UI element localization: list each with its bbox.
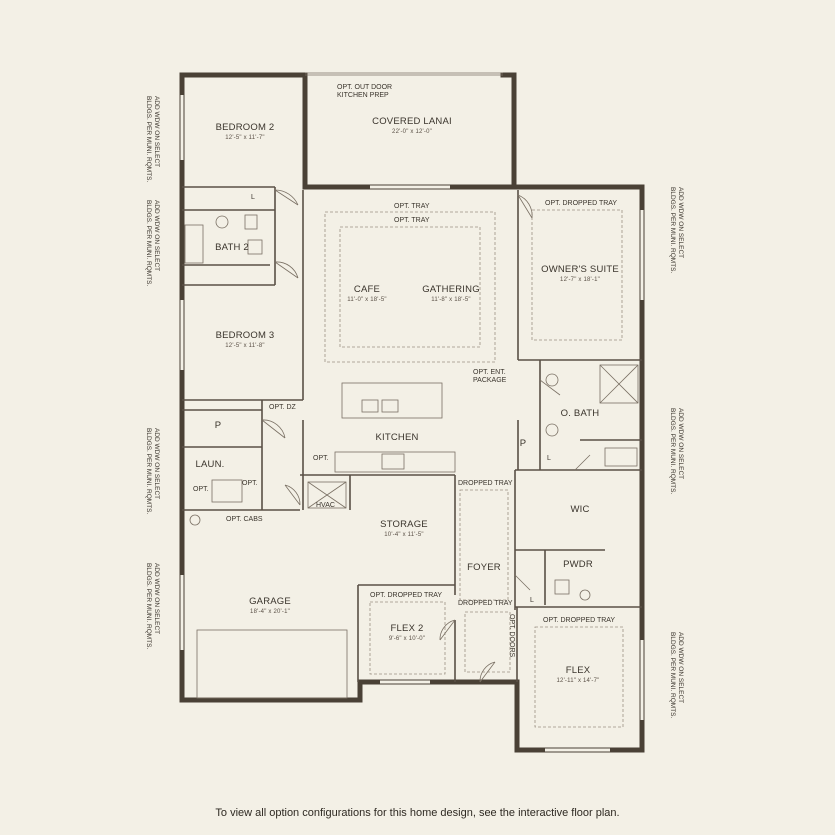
room-name: KITCHEN (375, 432, 419, 443)
label-opt-dropped-tray-flex2: OPT. DROPPED TRAY (370, 592, 443, 599)
room-bath2: BATH 2 (215, 242, 249, 253)
label-dropped-tray-1: DROPPED TRAY (458, 480, 513, 487)
label-linen-2: L (547, 455, 551, 462)
room-name: LAUN. (195, 459, 225, 470)
room-cafe: CAFE 11'-0" x 18'-5" (347, 284, 386, 306)
label-opt-ent-1: OPT. ENT. (473, 369, 506, 376)
label-dropped-tray-2: DROPPED TRAY (458, 600, 513, 607)
room-pantry: P (215, 420, 222, 431)
room-garage: GARAGE 18'-4" x 20'-1" (249, 596, 291, 618)
room-dim: 11'-8" x 18'-5" (431, 297, 471, 303)
room-name: STORAGE (380, 519, 428, 530)
room-name: OWNER'S SUITE (541, 264, 619, 275)
kitchen-fixtures (334, 382, 456, 473)
room-dim: 12'-11" x 14'-7" (556, 678, 600, 684)
room-name: PWDR (563, 559, 593, 570)
label-opt-dz: OPT. DZ (269, 404, 296, 411)
room-wic: WIC (570, 504, 589, 515)
room-covered-lanai: COVERED LANAI 22'-0" x 12'-0" (372, 116, 452, 138)
room-dim: 12'-5" x 11'-8" (225, 343, 265, 349)
room-name: P (214, 420, 222, 431)
room-name: O. BATH (560, 408, 600, 419)
windows (180, 95, 644, 752)
room-dim: 22'-0" x 12'-0" (392, 129, 432, 135)
room-bedroom3: BEDROOM 3 12'-5" x 11'-8" (216, 330, 275, 352)
label-opt-dropped-tray-flex: OPT. DROPPED TRAY (543, 617, 616, 624)
room-bedroom2: BEDROOM 2 12'-5" x 11'-7" (216, 122, 275, 144)
room-name: P (519, 438, 527, 449)
room-flex: FLEX 12'-11" x 14'-7" (557, 665, 600, 687)
room-name: BATH 2 (215, 242, 249, 253)
room-name: WIC (570, 504, 590, 515)
label-opt-tray-1: OPT. TRAY (394, 203, 430, 210)
label-opt-laundry-2: OPT. (242, 480, 258, 487)
room-name: GARAGE (249, 596, 291, 607)
room-name: BEDROOM 2 (215, 122, 275, 133)
label-linen-1: L (251, 194, 255, 201)
room-name: FOYER (467, 562, 501, 573)
room-foyer: FOYER (467, 562, 501, 573)
interior-walls (182, 186, 642, 682)
room-laundry: LAUN. (196, 459, 225, 470)
label-opt-cabs: OPT. CABS (226, 516, 263, 523)
room-name: GATHERING (422, 284, 480, 295)
bath-fixtures (184, 214, 639, 601)
label-opt-outdoor-kitchen-1: OPT. OUT DOOR (337, 84, 393, 91)
room-name: FLEX (565, 665, 591, 676)
garage-door (196, 629, 348, 699)
label-opt-tray-2: OPT. TRAY (394, 217, 430, 224)
room-name: COVERED LANAI (372, 116, 452, 127)
room-owners-suite: OWNER'S SUITE 12'-7" x 18'-1" (541, 264, 619, 286)
label-opt-laundry-1: OPT. (193, 486, 209, 493)
label-linen-3: L (530, 597, 534, 604)
room-dim: 10'-4" x 11'-5" (384, 532, 424, 538)
room-dim: 12'-7" x 18'-1" (560, 277, 600, 283)
label-opt-ent-2: PACKAGE (473, 377, 507, 384)
door-swings (261, 189, 591, 683)
label-opt-doors: OPT. DOORS (508, 614, 515, 658)
room-name: FLEX 2 (390, 623, 424, 634)
room-gathering: GATHERING 11'-8" x 18'-5" (422, 284, 480, 306)
room-kitchen: KITCHEN (375, 432, 418, 443)
label-hvac: HVAC (316, 502, 335, 509)
room-dim: 9'-6" x 10'-0" (388, 636, 426, 642)
footer-note: To view all option configurations for th… (215, 807, 620, 819)
room-name: CAFE (353, 284, 381, 295)
label-opt-dropped-tray-owner: OPT. DROPPED TRAY (545, 200, 618, 207)
room-o-bath: O. BATH (561, 408, 600, 419)
room-dim: 11'-0" x 18'-5" (347, 297, 387, 303)
room-pwdr: PWDR (563, 559, 593, 570)
room-name: BEDROOM 3 (215, 330, 275, 341)
room-flex2: FLEX 2 9'-6" x 10'-0" (389, 623, 425, 645)
room-dim: 18'-4" x 20'-1" (250, 609, 290, 615)
room-storage: STORAGE 10'-4" x 11'-5" (380, 519, 428, 541)
room-pantry-2: P (520, 438, 527, 449)
room-dim: 12'-5" x 11'-7" (225, 135, 265, 141)
label-opt-kitchen: OPT. (313, 455, 329, 462)
tray-ceilings (324, 209, 624, 728)
label-opt-outdoor-kitchen-2: KITCHEN PREP (337, 92, 389, 99)
